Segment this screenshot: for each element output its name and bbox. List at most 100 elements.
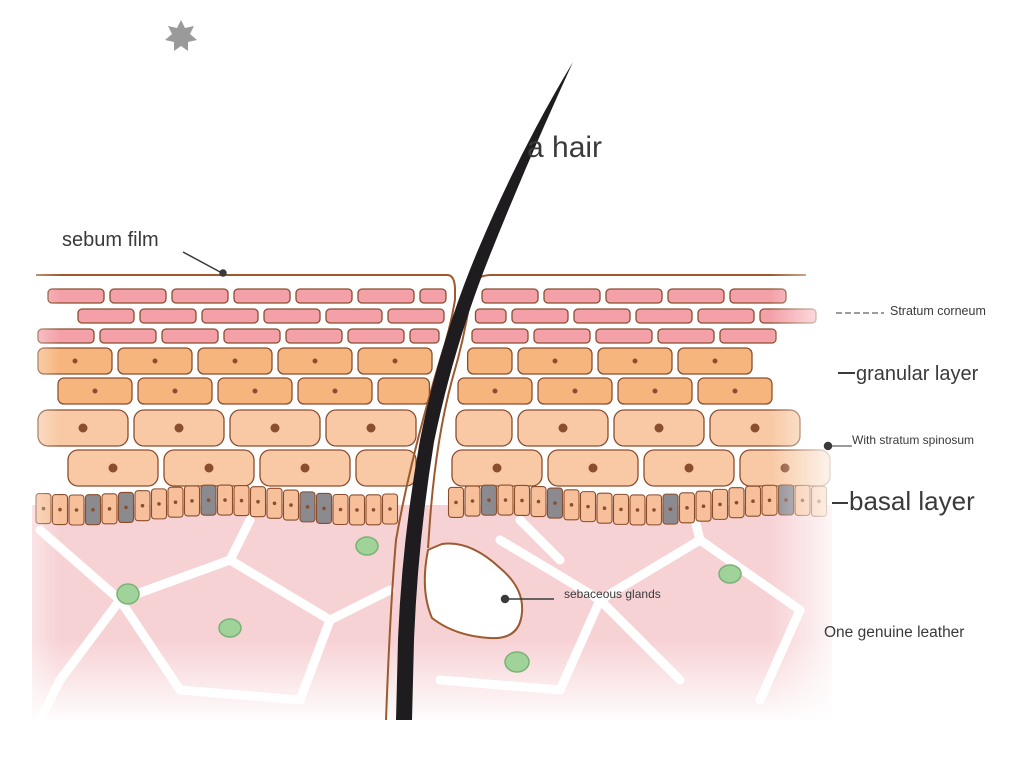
- corneum-cell: [595, 328, 653, 344]
- basal-nucleus: [454, 500, 458, 505]
- basal-nucleus: [256, 499, 260, 504]
- corneum-cell: [171, 288, 229, 304]
- basal-nucleus: [124, 505, 128, 510]
- corneum-cell: [223, 328, 281, 344]
- corneum-cell: [77, 308, 135, 324]
- epidermis-cells: [35, 288, 831, 526]
- corneum-cell: [419, 288, 447, 304]
- basal-nucleus: [305, 505, 310, 509]
- spinosum-cell-nucleus: [108, 463, 118, 473]
- basal-nucleus: [74, 508, 79, 512]
- granular-cell: [377, 377, 431, 405]
- basal-nucleus: [520, 498, 524, 503]
- dermis-fiber: [325, 585, 395, 625]
- granular-cell-nucleus: [392, 358, 398, 364]
- granular-cell-nucleus: [652, 388, 658, 394]
- corneum-cell: [481, 288, 539, 304]
- dermis-fiber: [595, 535, 705, 605]
- granular-cell-nucleus: [92, 388, 98, 394]
- corneum-cell: [697, 308, 755, 324]
- basal-nucleus: [586, 504, 590, 509]
- corneum-cell: [533, 328, 591, 344]
- granular-cell-nucleus: [732, 388, 738, 394]
- corneum-cell: [109, 288, 167, 304]
- spinosum-cell-nucleus: [174, 423, 184, 433]
- dermis-fiber: [495, 535, 605, 605]
- dermis: [32, 495, 832, 725]
- corneum-cell: [474, 308, 507, 324]
- basal-nucleus: [635, 508, 640, 512]
- corneum-cell: [233, 288, 291, 304]
- granular-cell-nucleus: [152, 358, 158, 364]
- basal-nucleus: [371, 508, 376, 512]
- corneum-cell: [635, 308, 693, 324]
- basal-nucleus: [190, 499, 194, 503]
- basal-nucleus: [157, 502, 161, 506]
- corneum-cell: [573, 308, 631, 324]
- granular-cell-nucleus: [332, 388, 338, 394]
- dermis-fiber: [225, 515, 255, 565]
- basal-nucleus: [685, 506, 689, 510]
- leader-lines: [182, 251, 884, 604]
- corneum-cell: [511, 308, 569, 324]
- basal-nucleus: [553, 501, 557, 505]
- spinosum-cell-nucleus: [492, 463, 502, 473]
- label-stratum-corneum: Stratum corneum: [890, 304, 986, 318]
- basal-nucleus: [470, 499, 475, 503]
- dermis-fiber: [225, 555, 335, 625]
- granular-cell-nucleus: [72, 358, 78, 364]
- basal-nucleus: [718, 502, 722, 507]
- basal-nucleus: [107, 507, 112, 511]
- corneum-cell: [719, 328, 777, 344]
- spinosum-cell-nucleus: [270, 423, 280, 433]
- spinosum-cell-nucleus: [300, 463, 310, 473]
- basal-nucleus: [536, 499, 541, 504]
- basal-nucleus: [355, 508, 359, 512]
- sebum-film: [36, 274, 456, 300]
- corneum-cell: [543, 288, 601, 304]
- basal-nucleus: [569, 503, 574, 507]
- spinosum-cell-nucleus: [750, 423, 760, 433]
- basal-nucleus: [602, 506, 607, 511]
- granular-cell-nucleus: [552, 358, 558, 364]
- basal-nucleus: [751, 499, 755, 504]
- basal-nucleus: [734, 500, 739, 505]
- corneum-cell: [285, 328, 343, 344]
- basal-nucleus: [322, 506, 326, 511]
- hair-follicle-right: [427, 299, 471, 549]
- corneum-cell: [409, 328, 440, 344]
- spinosum-cell-nucleus: [78, 423, 88, 433]
- basal-nucleus: [239, 498, 244, 503]
- corneum-cell: [357, 288, 415, 304]
- granular-cell: [467, 347, 513, 375]
- basal-nucleus: [91, 507, 95, 512]
- basal-nucleus: [668, 507, 673, 511]
- basal-nucleus: [619, 507, 623, 512]
- label-basal-layer: basal layer: [849, 486, 975, 516]
- hair-shaft: [396, 62, 573, 720]
- corneum-cell: [325, 308, 383, 324]
- corneum-cell: [347, 328, 405, 344]
- granular-cell-nucleus: [252, 388, 258, 394]
- label-sebaceous-glands: sebaceous glands: [564, 587, 661, 601]
- basal-nucleus: [223, 498, 227, 502]
- corneum-cell: [471, 328, 529, 344]
- label-dermis: One genuine leather: [824, 624, 964, 641]
- basal-nucleus: [206, 498, 211, 502]
- corneum-cell: [387, 308, 445, 324]
- granular-cell-nucleus: [712, 358, 718, 364]
- granular-cell-nucleus: [232, 358, 238, 364]
- corneum-cell: [667, 288, 725, 304]
- dermis-fiber: [515, 515, 565, 565]
- corneum-cell: [139, 308, 197, 324]
- corneum-cell: [99, 328, 157, 344]
- corneum-cell: [605, 288, 663, 304]
- spinosum-cell-nucleus: [204, 463, 214, 473]
- spinosum-cell: [455, 409, 513, 447]
- spinosum-cell-nucleus: [366, 423, 376, 433]
- corneum-cell: [201, 308, 259, 324]
- basal-nucleus: [289, 503, 293, 507]
- spinosum-cell-nucleus: [558, 423, 568, 433]
- label-granular-layer: granular layer: [856, 363, 979, 385]
